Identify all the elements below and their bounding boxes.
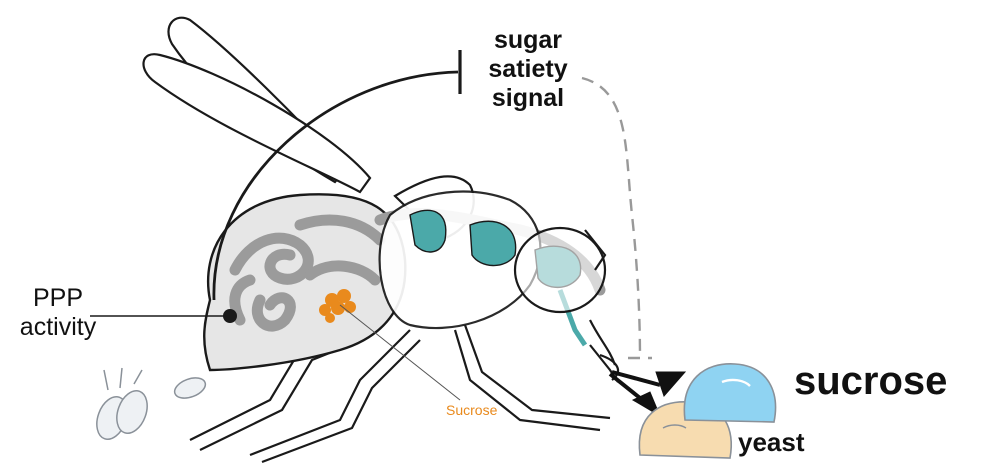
fly-head [515,228,618,380]
sugar-satiety-signal-label: sugar satiety signal [458,26,598,112]
yeast-food-label: yeast [738,428,805,458]
sucrose-food-label: sucrose [794,358,947,404]
ppp-activity-label: PPP activity [4,284,112,342]
eggs-icon [91,368,208,443]
ppp-line-1: PPP [4,284,112,313]
feedback-dashed-line [582,78,652,358]
gut-sucrose-label: Sucrose [446,402,497,418]
ppp-line-2: activity [4,313,112,342]
signal-line-2: satiety [458,55,598,84]
ppp-dot [223,309,237,323]
signal-line-3: signal [458,84,598,113]
signal-line-1: sugar [458,26,598,55]
sucrose-drop-icon [684,364,775,422]
